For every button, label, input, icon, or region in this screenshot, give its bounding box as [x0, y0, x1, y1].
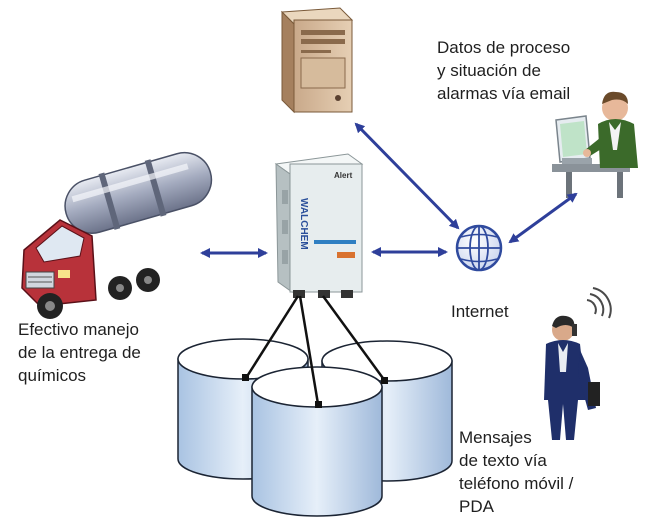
sms-line-1: Mensajes	[459, 428, 532, 447]
arrow-server-internet	[354, 122, 460, 230]
cable-left-tank	[244, 295, 300, 379]
cable-front-tank	[298, 295, 320, 405]
cable-node-front	[315, 401, 322, 408]
person-on-phone-icon	[544, 287, 612, 440]
email-alerts-line-1: Datos de proceso	[437, 38, 571, 57]
person-at-computer-icon	[552, 91, 638, 198]
sms-line-2: de texto vía	[459, 451, 547, 470]
sms-line-4: PDA	[459, 497, 494, 516]
connection-arrows	[200, 122, 578, 258]
controller-badge: Alert	[334, 171, 353, 180]
chemical-delivery-label: Efectivo manejo de la entrega de químico…	[18, 318, 141, 387]
email-alerts-line-3: alarmas vía email	[437, 84, 571, 103]
sms-label: Mensajes de texto vía teléfono móvil / P…	[459, 426, 573, 518]
internet-globe-icon	[455, 224, 503, 272]
fuel-truck-icon	[21, 151, 213, 319]
sms-line-3: teléfono móvil /	[459, 474, 574, 493]
controller-brand: WALCHEM	[298, 198, 309, 250]
email-alerts-label: Datos de proceso y situación de alarmas …	[437, 36, 570, 105]
chemical-delivery-line-2: de la entrega de	[18, 343, 141, 362]
internet-label-text: Internet	[451, 302, 509, 321]
storage-tank-front	[251, 366, 383, 517]
arrow-internet-computer	[508, 192, 578, 244]
server-tower-icon	[280, 7, 354, 114]
cable-node-left	[242, 374, 249, 381]
cable-right-tank	[321, 295, 387, 382]
email-alerts-line-2: y situación de	[437, 61, 541, 80]
cable-node-right	[381, 377, 388, 384]
controller-box-icon	[274, 153, 364, 298]
chemical-delivery-line-1: Efectivo manejo	[18, 320, 139, 339]
chemical-delivery-line-3: químicos	[18, 366, 87, 385]
internet-label: Internet	[451, 300, 509, 323]
tank-cables	[244, 295, 387, 405]
